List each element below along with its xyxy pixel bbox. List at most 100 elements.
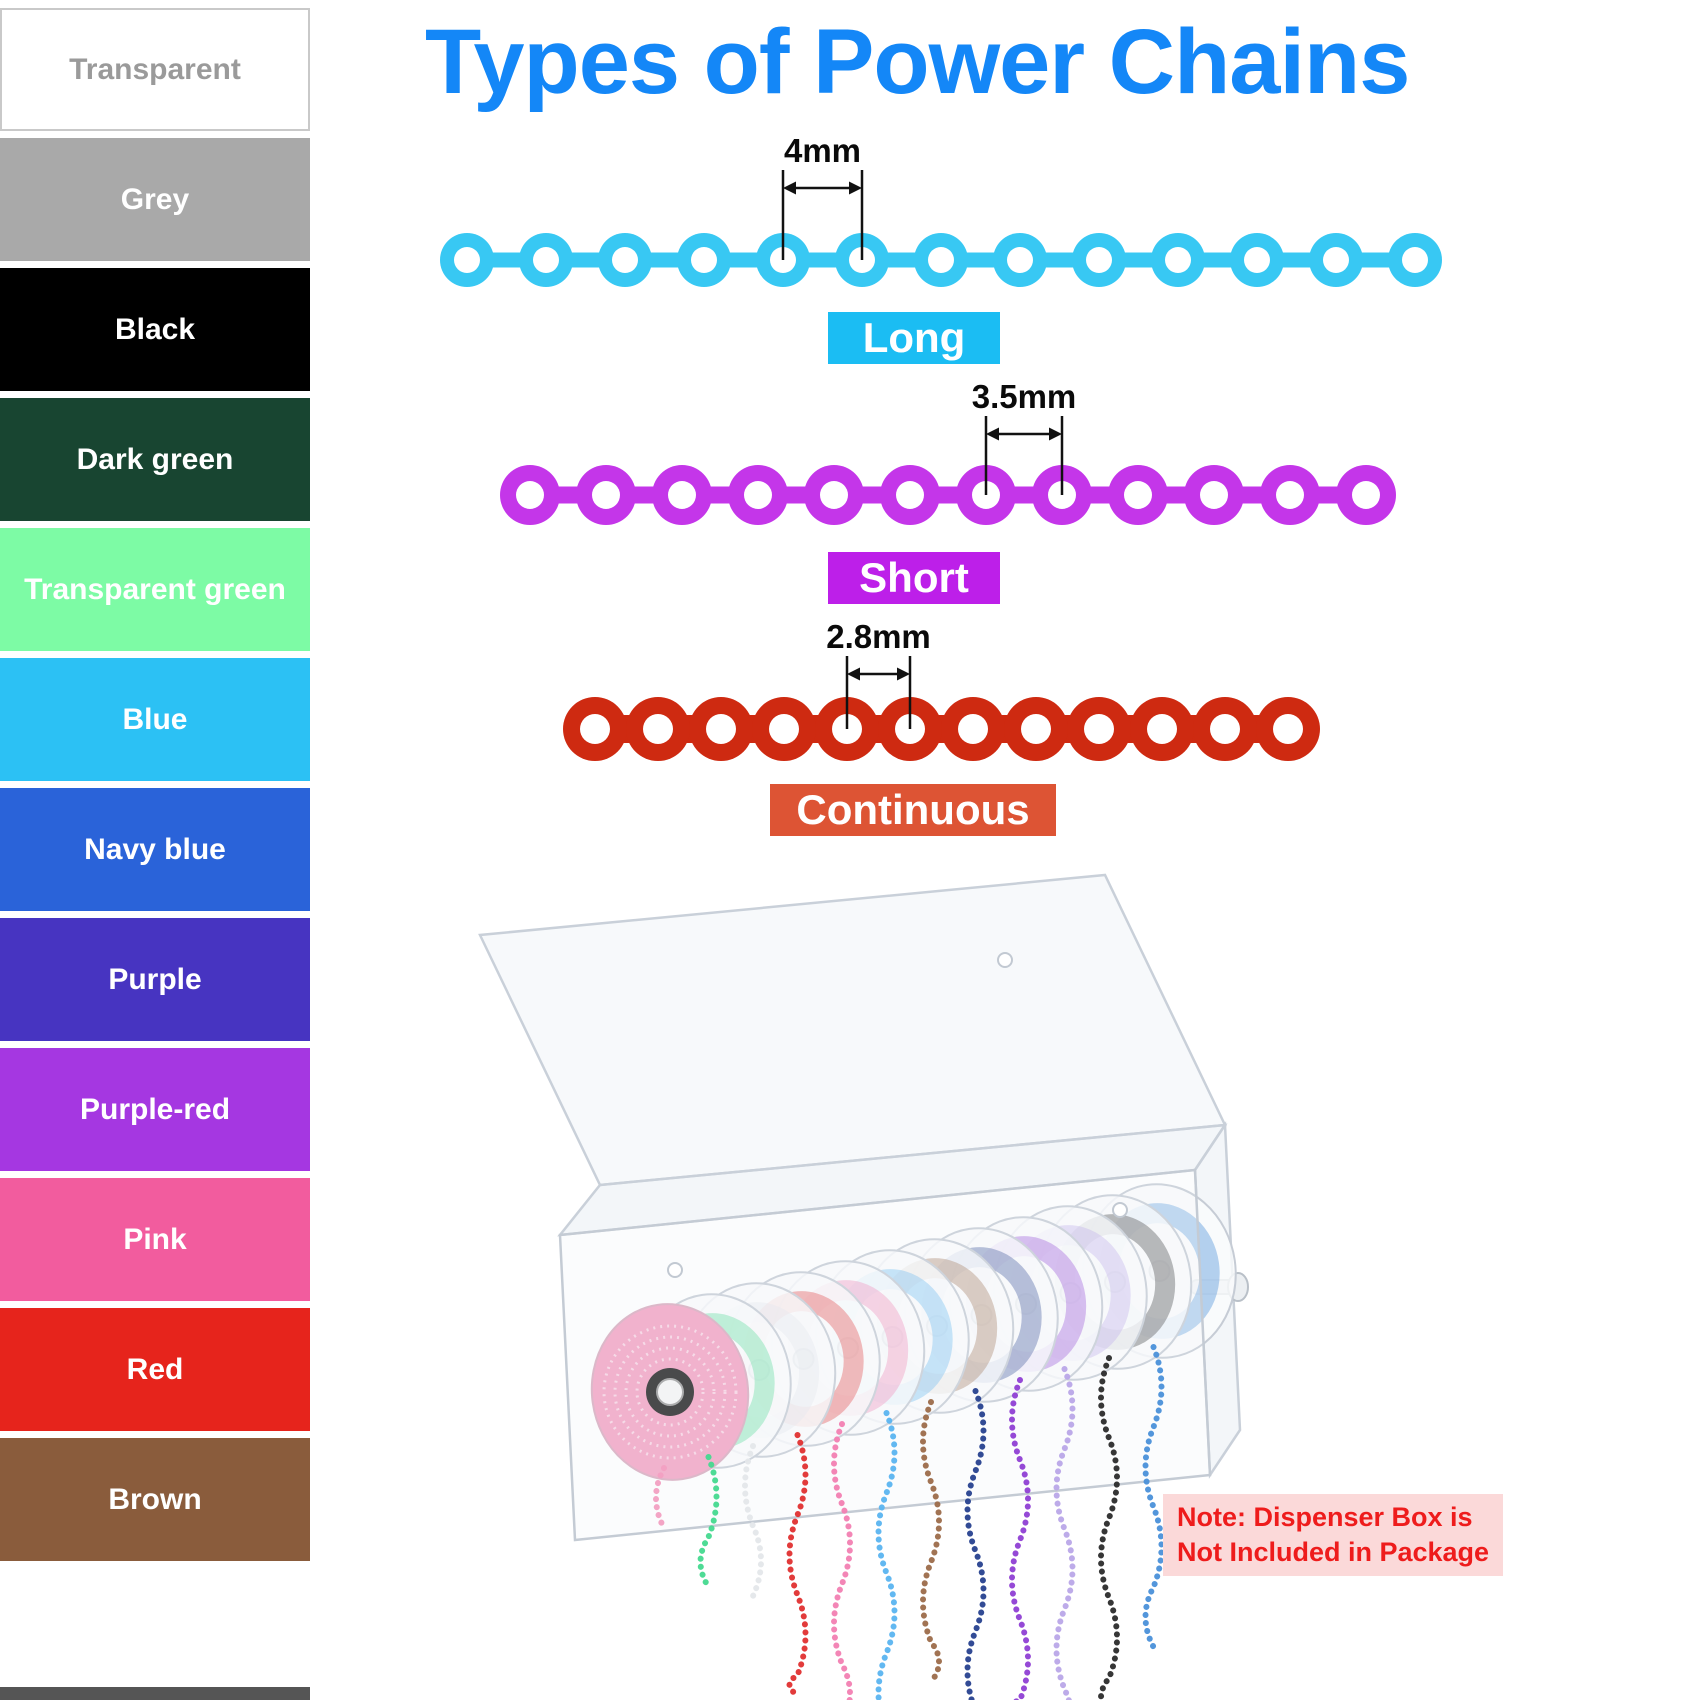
chain-ring-hole bbox=[958, 714, 988, 744]
chain-ring-hole bbox=[1165, 247, 1191, 273]
wound-chain-texture bbox=[635, 1357, 705, 1427]
color-swatch-label: Purple-red bbox=[79, 1092, 231, 1126]
chain-ring-hole bbox=[1086, 247, 1112, 273]
hanging-chain-strand bbox=[697, 1454, 720, 1590]
color-swatch: Grey bbox=[0, 138, 310, 261]
measure-arrowhead-left bbox=[783, 181, 796, 195]
chain-ring-hole bbox=[706, 714, 736, 744]
color-swatch: Purple bbox=[0, 918, 310, 1041]
chain-ring-hole bbox=[643, 714, 673, 744]
chain-ring-hole bbox=[592, 481, 620, 509]
chain-ring-hole bbox=[896, 481, 924, 509]
color-swatch: Black bbox=[0, 268, 310, 391]
chain-ring-hole bbox=[1323, 247, 1349, 273]
wound-chain-texture bbox=[602, 1324, 738, 1460]
dispenser-box-illustration bbox=[420, 840, 1380, 1700]
axle-knob bbox=[656, 1378, 684, 1406]
color-swatch-label: Red bbox=[126, 1352, 184, 1386]
chain-ring-hole bbox=[691, 247, 717, 273]
color-swatch: Brown bbox=[0, 1438, 310, 1561]
chain-ring-hole bbox=[1147, 714, 1177, 744]
hanging-chain-strand bbox=[653, 1465, 667, 1531]
color-swatch-label: Black bbox=[114, 312, 196, 346]
chain-ring-hole bbox=[1200, 481, 1228, 509]
chain-ring-hole bbox=[1276, 481, 1304, 509]
hanging-chain-strand bbox=[1009, 1377, 1031, 1700]
color-swatch: Pink bbox=[0, 1178, 310, 1301]
dispenser-photo bbox=[478, 873, 1249, 1700]
chain-ring-hole bbox=[1352, 481, 1380, 509]
color-swatch-label: Blue bbox=[122, 702, 188, 736]
chain-ring-hole bbox=[1244, 247, 1270, 273]
chain-ring-hole bbox=[1124, 481, 1152, 509]
wound-chain-texture bbox=[624, 1346, 716, 1438]
measure-arrowhead-right bbox=[897, 667, 910, 681]
color-swatch-label: Transparent green bbox=[24, 572, 286, 606]
chain-ring-hole bbox=[516, 481, 544, 509]
page-title: Types of Power Chains bbox=[425, 11, 1410, 113]
hanging-chain-strand bbox=[786, 1432, 809, 1698]
color-swatch: Navy blue bbox=[0, 788, 310, 911]
color-swatch: Transparent green bbox=[0, 528, 310, 651]
chain-measurement-value: 4mm bbox=[784, 132, 861, 169]
measure-arrowhead-right bbox=[1049, 427, 1062, 441]
color-swatch-label: Purple bbox=[108, 962, 202, 996]
spool-group bbox=[590, 1183, 1237, 1481]
color-swatch bbox=[0, 1687, 310, 1700]
strand-group bbox=[653, 1344, 1165, 1700]
color-swatch-label: Brown bbox=[108, 1482, 202, 1516]
color-swatch: Dark green bbox=[0, 398, 310, 521]
wound-chain-texture bbox=[613, 1335, 727, 1449]
hanging-chain-strand bbox=[742, 1443, 764, 1599]
chain-measurement-value: 2.8mm bbox=[826, 618, 931, 655]
chain-ring-hole bbox=[1273, 714, 1303, 744]
chain-ring-hole bbox=[612, 247, 638, 273]
color-swatch-label: Grey bbox=[120, 182, 190, 216]
lid-hole bbox=[997, 952, 1013, 968]
chain-type-label-bg bbox=[828, 312, 1000, 364]
chain-ring-hole bbox=[1007, 247, 1033, 273]
color-swatch-label: Dark green bbox=[76, 442, 234, 476]
hanging-chain-strand bbox=[831, 1421, 853, 1700]
color-swatch-label: Pink bbox=[123, 1222, 187, 1256]
front-hole bbox=[1112, 1202, 1128, 1218]
chain-ring-hole bbox=[1402, 247, 1428, 273]
chain-ring-hole bbox=[744, 481, 772, 509]
hanging-chain-strand bbox=[964, 1388, 987, 1700]
chain-ring-hole bbox=[580, 714, 610, 744]
chain-ring-hole bbox=[668, 481, 696, 509]
color-swatch: Purple-red bbox=[0, 1048, 310, 1171]
chain-ring-hole bbox=[1021, 714, 1051, 744]
chain-type-label: Long bbox=[863, 314, 966, 361]
chain-ring-hole bbox=[533, 247, 559, 273]
note-line-1: Note: Dispenser Box is bbox=[1177, 1502, 1473, 1532]
front-hole bbox=[667, 1262, 683, 1278]
color-swatch-label: Navy blue bbox=[84, 832, 226, 866]
chain-ring-hole bbox=[1084, 714, 1114, 744]
hanging-chain-strand bbox=[875, 1410, 898, 1700]
hanging-chain-strand bbox=[1053, 1366, 1076, 1700]
hanging-chain-strand bbox=[920, 1399, 942, 1685]
chain-ring-hole bbox=[1210, 714, 1240, 744]
acrylic-box-front bbox=[558, 1168, 1212, 1542]
note-line-2: Not Included in Package bbox=[1177, 1537, 1490, 1568]
hanging-chain-strand bbox=[1142, 1344, 1165, 1650]
chain-type-label: Continuous bbox=[796, 786, 1029, 833]
color-swatch: Red bbox=[0, 1308, 310, 1431]
note-badge: Note: Dispenser Box is Not Included in P… bbox=[1163, 1494, 1504, 1577]
color-swatch: Transparent bbox=[0, 8, 310, 131]
spool bbox=[590, 1303, 750, 1481]
hanging-chain-strand bbox=[1098, 1355, 1120, 1700]
chain-type-label: Short bbox=[859, 554, 969, 601]
chain-ring-hole bbox=[454, 247, 480, 273]
chain-ring-hole bbox=[769, 714, 799, 744]
measure-arrowhead-left bbox=[986, 427, 999, 441]
